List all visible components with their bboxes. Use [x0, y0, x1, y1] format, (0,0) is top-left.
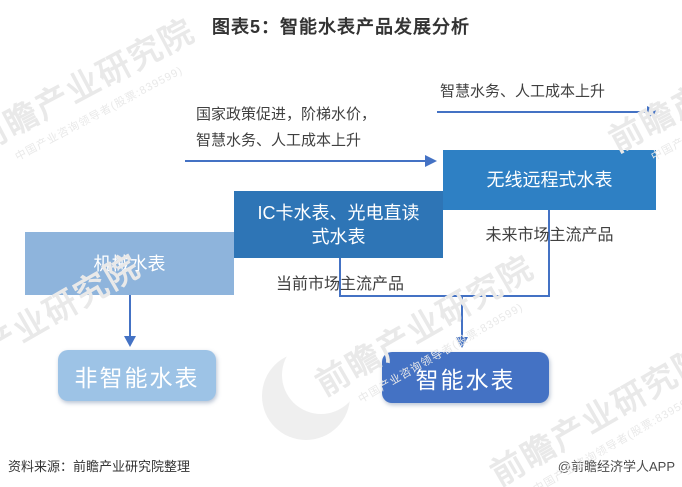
stage-box-ic-card: IC卡水表、光电直读 式水表 — [234, 191, 443, 258]
right-arrow-icon — [185, 155, 437, 167]
stage-box-wireless: 无线远程式水表 — [443, 150, 656, 210]
qianzhan-logo-watermark-icon — [262, 336, 360, 440]
result-box-smart-label: 智能水表 — [415, 366, 516, 393]
source-note: 资料来源：前瞻产业研究院整理 — [8, 459, 191, 474]
right-arrow-icon — [437, 106, 659, 118]
annotation-policy: 国家政策促进，阶梯水价， 智慧水务、人工成本上升 — [196, 102, 376, 154]
note-current-mainstream: 当前市场主流产品 — [275, 276, 404, 293]
page-title: 图表5：智能水表产品发展分析 — [211, 17, 470, 37]
annotation-policy-line1: 国家政策促进，阶梯水价， — [196, 106, 377, 123]
down-arrow-icon — [456, 296, 468, 348]
stage-box-ic-card-label-line2: 式水表 — [311, 226, 366, 247]
stage-box-mechanical-label: 机械水表 — [93, 253, 166, 274]
stage-box-ic-card-label-line1: IC卡水表、光电直读 — [257, 202, 420, 223]
connector-horizontal — [339, 295, 550, 297]
annotation-policy-line2: 智慧水务、人工成本上升 — [196, 132, 362, 149]
result-box-non-smart-label: 非智能水表 — [74, 364, 200, 391]
connector-middle-vertical — [339, 258, 341, 297]
result-box-non-smart: 非智能水表 — [58, 350, 216, 401]
stage-box-wireless-label: 无线远程式水表 — [486, 170, 613, 190]
note-future-mainstream: 未来市场主流产品 — [485, 227, 614, 244]
stage-box-mechanical: 机械水表 — [25, 232, 234, 295]
down-arrow-icon — [124, 295, 136, 347]
annotation-smart-water: 智慧水务、人工成本上升 — [440, 83, 606, 100]
result-box-smart: 智能水表 — [382, 352, 549, 403]
watermark-subtext: 中国产业咨询领导者(股票:839599) — [13, 64, 186, 164]
credit-note: @前瞻经济学人APP — [557, 459, 675, 474]
connector-right-vertical — [548, 210, 550, 297]
